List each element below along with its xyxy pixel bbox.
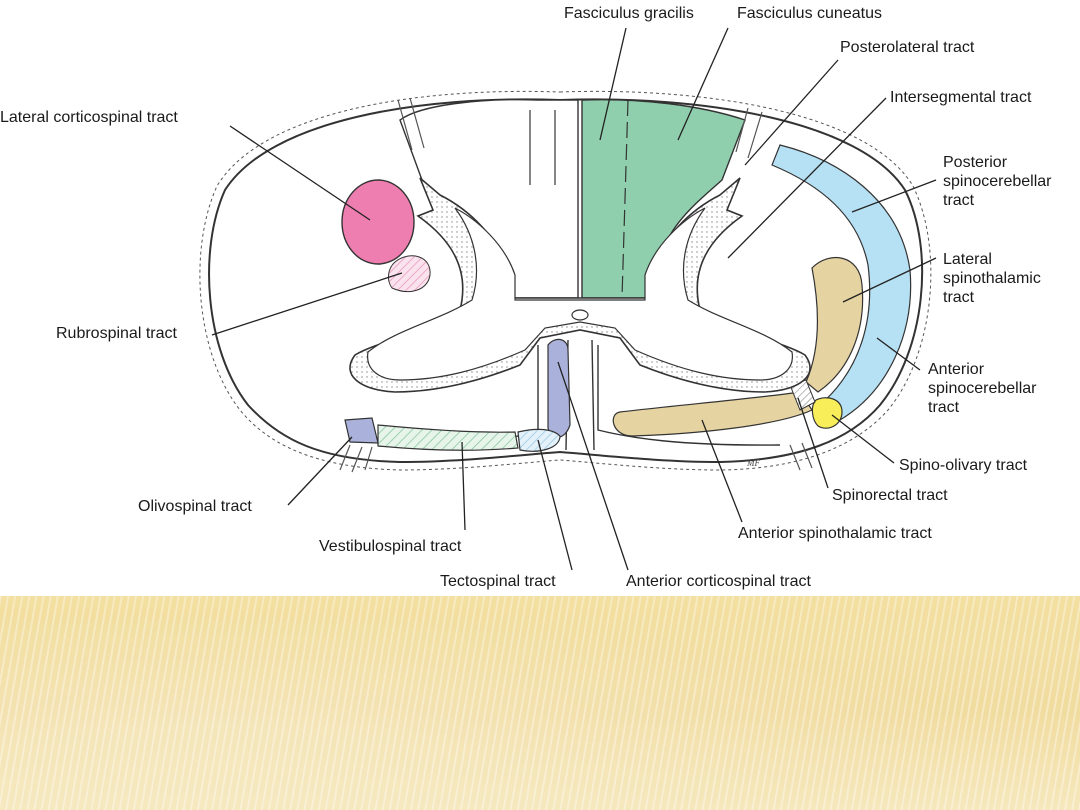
band-sheen [0,596,1080,810]
label-vestibulospinal-tract: Vestibulospinal tract [319,538,462,555]
label-fasciculus-cuneatus: Fasciculus cuneatus [737,5,882,22]
label-posterolateral-tract: Posterolateral tract [840,39,975,56]
anterior-spinothalamic-region [612,391,813,437]
label-olivospinal-tract: Olivospinal tract [138,498,252,515]
spinal-cord-cross-section: MF [199,27,937,571]
lateral-corticospinal-region [341,179,415,265]
label-spinorectal-tract: Spinorectal tract [832,487,948,504]
label-anterior-corticospinal-tract: Anterior corticospinal tract [626,573,811,590]
label-anterior-spinothalamic-tract: Anterior spinothalamic tract [738,525,932,542]
lateral-spinothalamic-region [805,256,864,393]
tectospinal-region [517,428,561,452]
label-fasciculus-gracilis: Fasciculus gracilis [564,5,694,22]
label-spino-olivary-tract: Spino-olivary tract [899,457,1028,474]
artist-signature: MF [746,458,760,468]
rubrospinal-region [387,255,431,292]
label-anterior-spinocerebellar-tract: Anterior spinocerebellar tract [928,361,1037,416]
label-posterior-spinocerebellar-tract: Posterior spinocerebellar tract [943,154,1052,209]
spino-olivary-region [811,397,843,429]
label-tectospinal-tract: Tectospinal tract [440,573,556,590]
decorative-striped-band [0,596,1080,810]
label-lateral-corticospinal-tract: Lateral corticospinal tract [0,109,178,126]
spinal-cord-tracts-diagram: MF Fasciculus gracilis Fasciculus cuneat… [0,5,1052,590]
label-rubrospinal-tract: Rubrospinal tract [56,325,177,342]
label-intersegmental-tract: Intersegmental tract [890,89,1032,106]
vestibulospinal-region [377,424,519,451]
label-lateral-spinothalamic-tract: Lateral spinothalamic tract [943,251,1041,306]
